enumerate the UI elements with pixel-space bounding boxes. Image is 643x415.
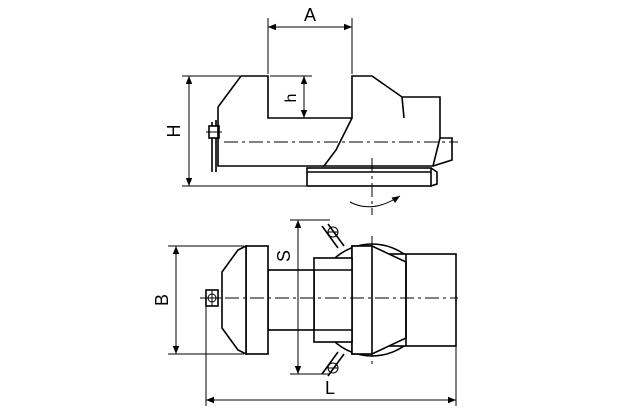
lock-screw-bottom	[321, 351, 345, 377]
movable-jaw-taper	[221, 244, 247, 356]
lock-screw-top	[321, 223, 345, 249]
fixed-jaw-plate	[351, 245, 373, 355]
dim-B-label: B	[152, 294, 172, 306]
top-view: S B L	[152, 219, 458, 406]
dim-L: L	[205, 306, 457, 406]
dim-L-label: L	[325, 378, 335, 398]
dim-H: H	[164, 75, 306, 187]
handle-screw	[206, 120, 222, 172]
dim-H-label: H	[164, 125, 184, 138]
side-view: A h H	[164, 5, 458, 215]
dim-S-label: S	[274, 250, 294, 262]
movable-jaw-plate	[245, 245, 269, 355]
vise-body-outline	[217, 75, 441, 167]
dim-h-label: h	[283, 94, 300, 103]
vise-right-housing	[401, 96, 453, 167]
vise-left-body	[217, 107, 324, 167]
dim-S: S	[274, 219, 330, 375]
dim-A-label: A	[304, 5, 316, 25]
swivel-base	[306, 167, 432, 187]
dim-h: h	[270, 75, 312, 118]
swivel-base-edge	[307, 167, 438, 187]
rotation-arrow	[349, 195, 401, 208]
screw-shaft	[267, 269, 315, 331]
dim-A: A	[267, 5, 353, 74]
